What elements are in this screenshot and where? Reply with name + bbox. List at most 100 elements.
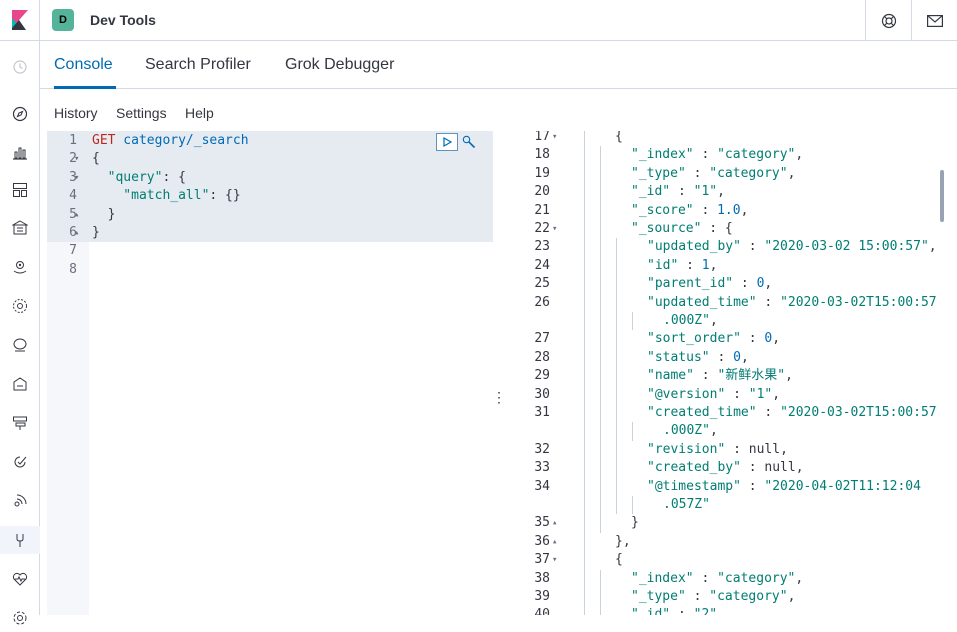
nav-management[interactable]: [0, 604, 40, 632]
output-scrollbar[interactable]: [940, 170, 944, 222]
indent-guide: [600, 348, 601, 368]
code-token: ,: [740, 349, 749, 365]
code-token: "category": [709, 165, 788, 181]
recently-viewed-button[interactable]: [0, 53, 40, 81]
fold-toggle-icon[interactable]: ▾: [552, 555, 558, 566]
help-icon: [881, 13, 896, 28]
code-token: "revision": [647, 441, 726, 457]
code-token: :: [725, 441, 749, 457]
output-code-line: "parent_id" : 0,: [647, 275, 772, 293]
nav-maps[interactable]: [0, 253, 40, 281]
indent-guide: [584, 496, 585, 515]
output-line-number: 28: [534, 349, 550, 365]
code-token: ,: [717, 184, 725, 200]
metrics-icon: [13, 338, 27, 352]
indent-guide: [584, 275, 585, 294]
output-code-line: "_type" : "category",: [631, 588, 795, 606]
tab-search-profiler[interactable]: Search Profiler: [145, 56, 251, 73]
output-code-line: {: [615, 551, 623, 569]
logs-icon: [13, 377, 27, 391]
indent-guide: [616, 440, 617, 460]
code-token: "category": [717, 570, 796, 586]
code-token: ,: [717, 607, 725, 615]
code-token: :: [693, 368, 718, 384]
indent-guide: [616, 348, 617, 368]
indent-guide: [616, 330, 617, 349]
code-token: : {: [701, 221, 733, 236]
nav-devtools[interactable]: [0, 526, 40, 554]
uptime-icon: [14, 456, 27, 468]
indent-guide: [600, 256, 601, 276]
code-token: "2020-03-02T15:00:57: [780, 294, 937, 310]
indent-guide: [616, 238, 617, 257]
indent-guide: [584, 477, 585, 496]
dashboard-icon: [13, 183, 27, 197]
apm-icon: [13, 416, 27, 430]
fold-toggle-icon[interactable]: ▴: [74, 228, 80, 238]
tab-console[interactable]: Console: [54, 56, 113, 73]
fold-toggle-icon[interactable]: ▾: [74, 172, 80, 183]
output-code-line: "revision" : null,: [647, 441, 788, 459]
fold-toggle-icon[interactable]: ▾: [552, 132, 558, 142]
code-token: ,: [772, 386, 781, 402]
code-token: category/_search: [115, 133, 249, 148]
code-token: "_source": [631, 221, 702, 236]
code-token: "sort_order": [647, 331, 741, 347]
indent-guide: [584, 459, 585, 478]
code-token: :: [670, 184, 694, 200]
fold-toggle-icon[interactable]: ▴: [552, 518, 558, 529]
nav-apm[interactable]: [0, 409, 40, 437]
output-line-number: 32: [534, 441, 550, 457]
response-output[interactable]: 17▾{18"_index" : "category",19"_type" : …: [506, 131, 957, 615]
code-token: "1": [748, 386, 773, 402]
code-token: }: [92, 206, 116, 222]
fold-toggle-icon[interactable]: ▾: [74, 154, 80, 165]
tab-grok-debugger[interactable]: Grok Debugger: [285, 56, 395, 73]
indent-guide: [584, 385, 585, 404]
nav-dashboard[interactable]: [0, 176, 40, 204]
space-avatar[interactable]: D: [52, 9, 74, 31]
indent-guide: [600, 588, 601, 607]
code-token: :: [725, 386, 749, 402]
newsfeed-button[interactable]: [911, 0, 957, 41]
indent-guide: [616, 477, 617, 496]
nav-visualize[interactable]: [0, 138, 40, 166]
indent-guide: [584, 183, 585, 202]
output-line-number: 36: [534, 533, 550, 549]
settings-link[interactable]: Settings: [116, 105, 167, 121]
output-line-number: [506, 312, 550, 330]
nav-siem[interactable]: [0, 487, 40, 515]
help-button[interactable]: [865, 0, 911, 41]
output-code-line: {: [615, 131, 623, 146]
code-token: :: [693, 202, 718, 218]
indent-guide: [584, 569, 585, 588]
fold-toggle-icon[interactable]: ▾: [552, 224, 558, 234]
output-line-number: 37: [534, 552, 550, 568]
help-link[interactable]: Help: [185, 105, 214, 121]
code-token: ,: [795, 570, 804, 586]
nav-ml[interactable]: [0, 292, 40, 320]
fold-toggle-icon[interactable]: ▴: [552, 536, 558, 547]
fold-toggle-icon[interactable]: ▴: [74, 209, 80, 220]
nav-metrics[interactable]: [0, 331, 40, 359]
code-token: ,: [709, 313, 718, 328]
panel-resizer[interactable]: ⋮: [492, 388, 506, 405]
kibana-logo[interactable]: [0, 0, 40, 41]
history-link[interactable]: History: [54, 105, 98, 121]
request-actions-button[interactable]: [460, 133, 478, 151]
nav-discover[interactable]: [0, 100, 40, 128]
output-code-line: "_index" : "category",: [631, 146, 803, 164]
nav-canvas[interactable]: [0, 214, 40, 242]
code-token: }: [631, 515, 639, 531]
code-token: :: [678, 257, 702, 273]
nav-monitoring[interactable]: [0, 565, 40, 593]
code-token: ,: [795, 460, 804, 476]
selected-tab-indicator: [54, 86, 116, 89]
output-gutter: [506, 131, 566, 615]
send-request-button[interactable]: [436, 133, 458, 151]
nav-uptime[interactable]: [0, 448, 40, 476]
nav-logs[interactable]: [0, 370, 40, 398]
indent-guide: [600, 164, 601, 184]
code-token: }: [92, 225, 100, 240]
